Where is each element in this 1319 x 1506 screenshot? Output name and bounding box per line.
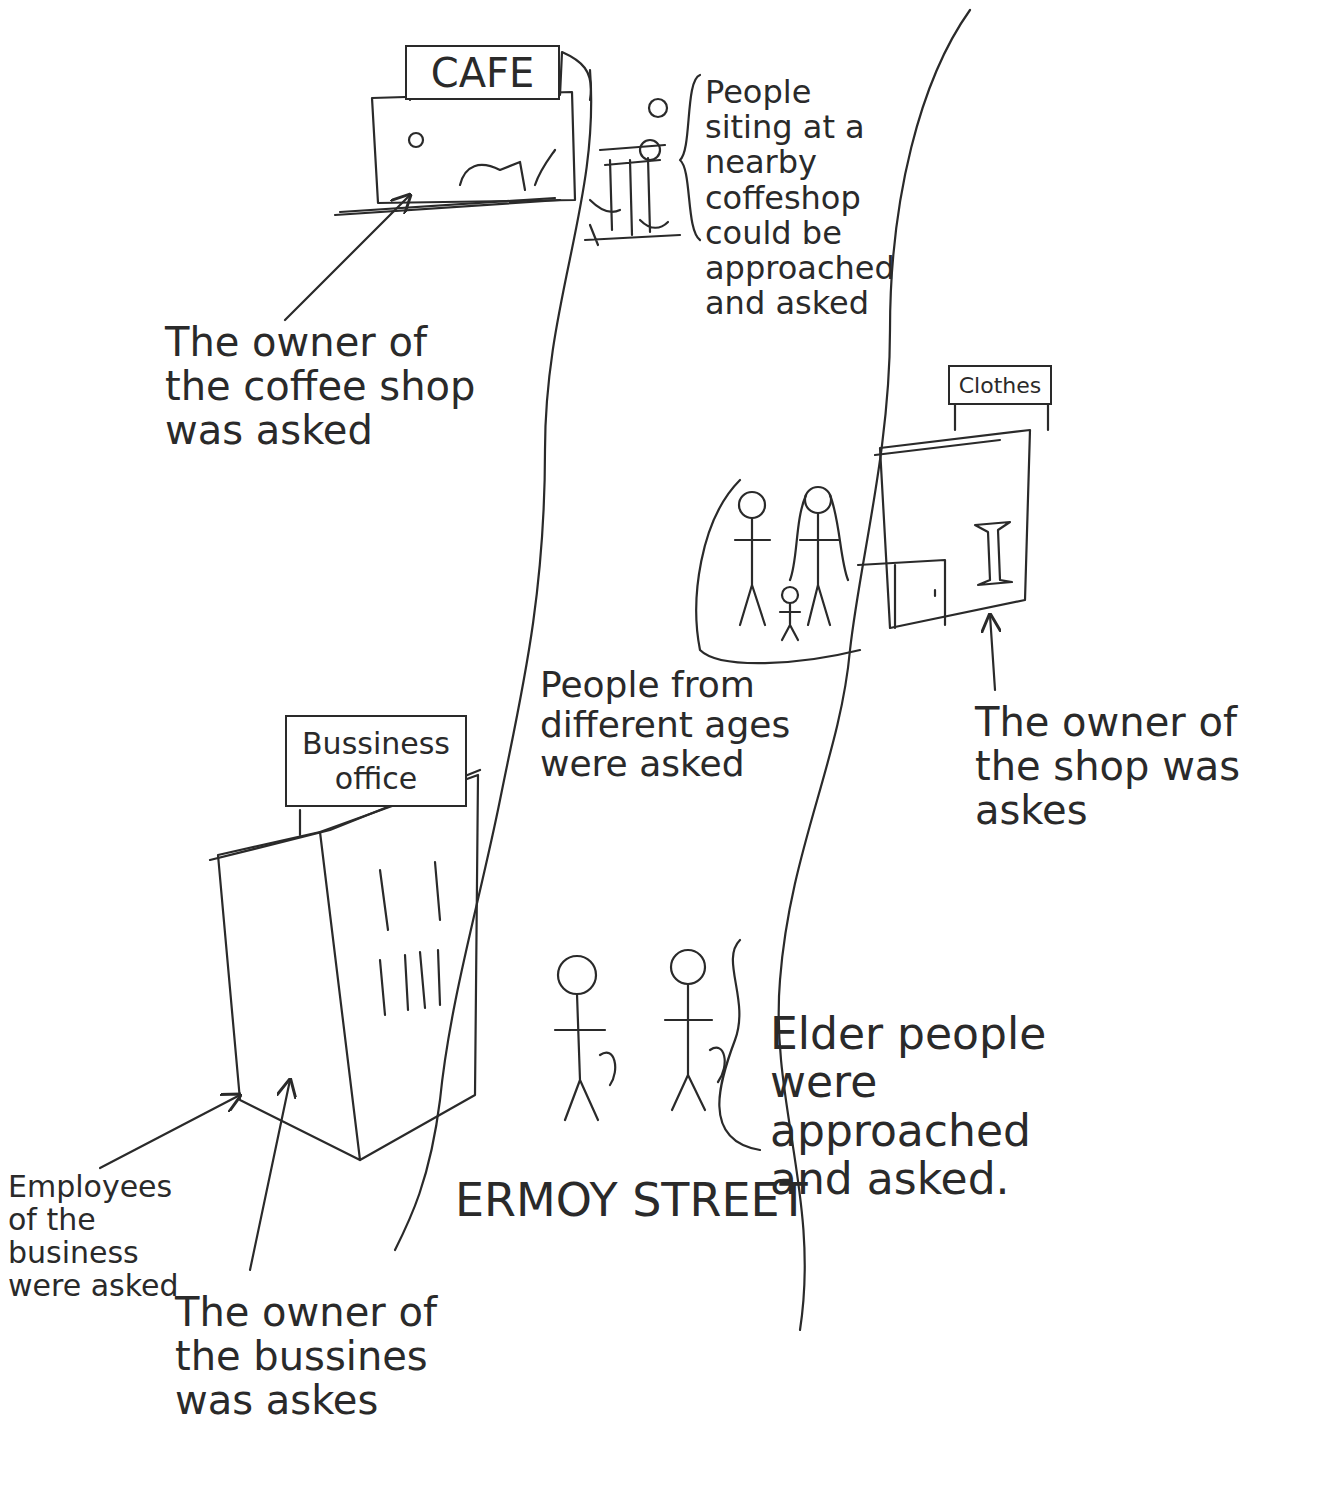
person-head bbox=[649, 99, 667, 117]
annotation-note: Elder people were approached and asked. bbox=[770, 1010, 1060, 1204]
stick-figure bbox=[780, 603, 800, 640]
leader-arrow bbox=[285, 195, 410, 320]
person-head bbox=[558, 956, 596, 994]
person-head bbox=[739, 492, 765, 518]
shop-awning bbox=[875, 440, 1000, 455]
sign-box: Clothes bbox=[948, 365, 1052, 405]
leader-arrow bbox=[990, 615, 995, 690]
shop-building bbox=[880, 430, 1030, 628]
sign-text: CAFE bbox=[431, 50, 535, 96]
group-outline bbox=[719, 940, 760, 1150]
annotation-note: The owner of the shop was askes bbox=[975, 700, 1305, 832]
bracket bbox=[680, 75, 700, 240]
stick-figure bbox=[790, 495, 848, 625]
sign-box: CAFE bbox=[405, 45, 560, 100]
stick-figure bbox=[665, 984, 725, 1110]
group-outline bbox=[696, 480, 860, 663]
person-head bbox=[671, 950, 705, 984]
cafe-detail bbox=[409, 133, 423, 147]
stick-figure bbox=[555, 994, 615, 1120]
leader-arrow bbox=[100, 1095, 240, 1168]
cafe-building bbox=[372, 92, 575, 203]
annotation-note: The owner of the bussines was askes bbox=[175, 1290, 495, 1422]
office-building bbox=[218, 832, 360, 1160]
mannequin bbox=[975, 522, 1012, 585]
cafe-table-scribble bbox=[585, 145, 680, 245]
sign-text: Bussiness office bbox=[291, 726, 461, 796]
stick-figure bbox=[735, 518, 770, 625]
person-head bbox=[782, 587, 798, 603]
sign-box: Bussiness office bbox=[285, 715, 467, 807]
person-head bbox=[805, 487, 831, 513]
annotation-note: Employees of the business were asked bbox=[8, 1170, 193, 1302]
sign-text: Clothes bbox=[959, 373, 1042, 398]
annotation-note: The owner of the coffee shop was asked bbox=[165, 320, 505, 452]
cafe-awning bbox=[335, 198, 560, 215]
office-windows bbox=[380, 862, 440, 1015]
annotation-note: People from different ages were asked bbox=[540, 665, 840, 784]
cafe-detail bbox=[460, 150, 555, 190]
leader-arrow bbox=[250, 1080, 290, 1270]
office-building bbox=[320, 775, 478, 1160]
shop-door bbox=[858, 560, 945, 628]
person-head bbox=[640, 140, 660, 160]
sign-post bbox=[955, 405, 1048, 430]
street-edge bbox=[395, 70, 591, 1250]
annotation-note: People siting at a nearby coffeshop coul… bbox=[705, 75, 905, 321]
